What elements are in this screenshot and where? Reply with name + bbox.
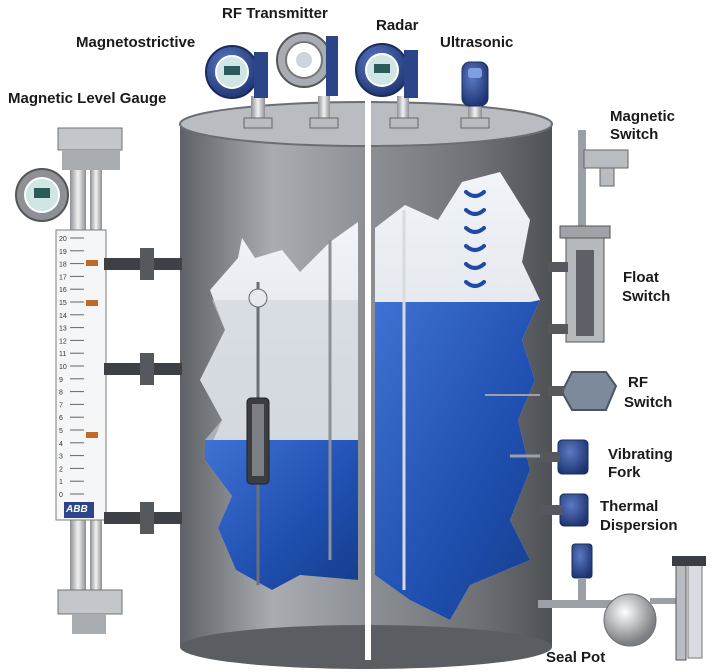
gauge-scale-number: 6 — [59, 415, 63, 422]
gauge-scale-number: 11 — [59, 351, 66, 358]
label-thermal-dispersion-line2: Dispersion — [600, 517, 678, 534]
gauge-scale-number: 9 — [59, 377, 63, 384]
tank-split — [365, 100, 371, 660]
left-liquid — [205, 440, 358, 590]
right-liquid — [375, 300, 540, 620]
probe-float-top — [248, 288, 268, 308]
gauge-scale-number: 19 — [59, 249, 67, 256]
ultrasonic-transmitter — [460, 61, 490, 129]
magnetostrictive-transmitter — [205, 45, 273, 129]
radar-transmitter — [355, 43, 419, 129]
magnetic-switch — [578, 130, 629, 230]
gauge-scale-number: 12 — [59, 338, 67, 345]
gauge-scale-number: 14 — [59, 313, 67, 320]
label-rf-transmitter: RF Transmitter — [222, 5, 328, 22]
gauge-scale-number: 13 — [59, 326, 67, 333]
gauge-scale-number: 20 — [59, 236, 67, 243]
label-magnetic-switch-line1: Magnetic — [610, 108, 676, 125]
label-float-switch-line2: Switch — [622, 288, 671, 305]
float-switch — [548, 225, 611, 343]
right-cutaway — [375, 172, 540, 620]
wave — [464, 190, 486, 198]
gauge-scale — [55, 229, 107, 521]
gauge-process-connections — [104, 248, 182, 534]
gauge-scale-number: 1 — [59, 479, 63, 486]
seal-pot — [538, 543, 706, 661]
wave — [464, 280, 486, 288]
gauge-badge-bg — [64, 502, 94, 518]
wave — [464, 226, 486, 234]
label-ultrasonic: Ultrasonic — [440, 34, 514, 51]
label-magnetic-switch-line2: Switch — [610, 126, 659, 143]
label-magnetostrictive: Magnetostrictive — [76, 34, 196, 51]
gauge-badge: ABB — [66, 504, 88, 515]
gauge-scale-number: 5 — [59, 428, 63, 435]
thermal-dispersion — [540, 493, 589, 527]
gauge-scale-number: 0 — [59, 492, 63, 499]
gauge-scale-number: 15 — [59, 300, 67, 307]
wave — [464, 262, 486, 270]
label-vibrating-fork-line2: Fork — [608, 464, 641, 481]
gauge-scale-number: 16 — [59, 287, 67, 294]
left-gray-band — [200, 300, 358, 440]
label-radar: Radar — [376, 17, 419, 34]
ultrasonic-waves — [464, 190, 486, 288]
label-thermal-dispersion-line1: Thermal — [600, 498, 659, 515]
rf-transmitter — [276, 32, 339, 129]
gauge-scale-number: 17 — [59, 274, 67, 281]
gauge-scale-number: 3 — [59, 454, 63, 461]
vibrating-fork — [510, 439, 589, 475]
label-seal-pot: Seal Pot — [546, 649, 606, 666]
probe-float-highlight — [252, 404, 264, 476]
left-cutaway — [200, 222, 358, 590]
wave — [464, 244, 486, 252]
label-vibrating-fork-line1: Vibrating — [608, 446, 673, 463]
gauge-scale-number: 4 — [59, 441, 63, 448]
label-magnetic-level-gauge: Magnetic Level Gauge — [8, 90, 167, 107]
gauge-top-flange — [57, 127, 123, 151]
gauge-scale-number: 10 — [59, 364, 67, 371]
label-rf-switch-line2: Switch — [624, 394, 673, 411]
gauge-bottom-flange — [57, 589, 123, 615]
rf-switch — [548, 371, 618, 411]
label-rf-switch-line1: RF — [628, 374, 648, 391]
gauge-scale-number: 7 — [59, 402, 63, 409]
label-float-switch-line1: Float — [623, 269, 659, 286]
wave — [464, 208, 486, 216]
gauge-scale-number: 18 — [59, 262, 67, 269]
gauge-scale-number: 2 — [59, 466, 63, 473]
gauge-scale-number: 8 — [59, 390, 63, 397]
